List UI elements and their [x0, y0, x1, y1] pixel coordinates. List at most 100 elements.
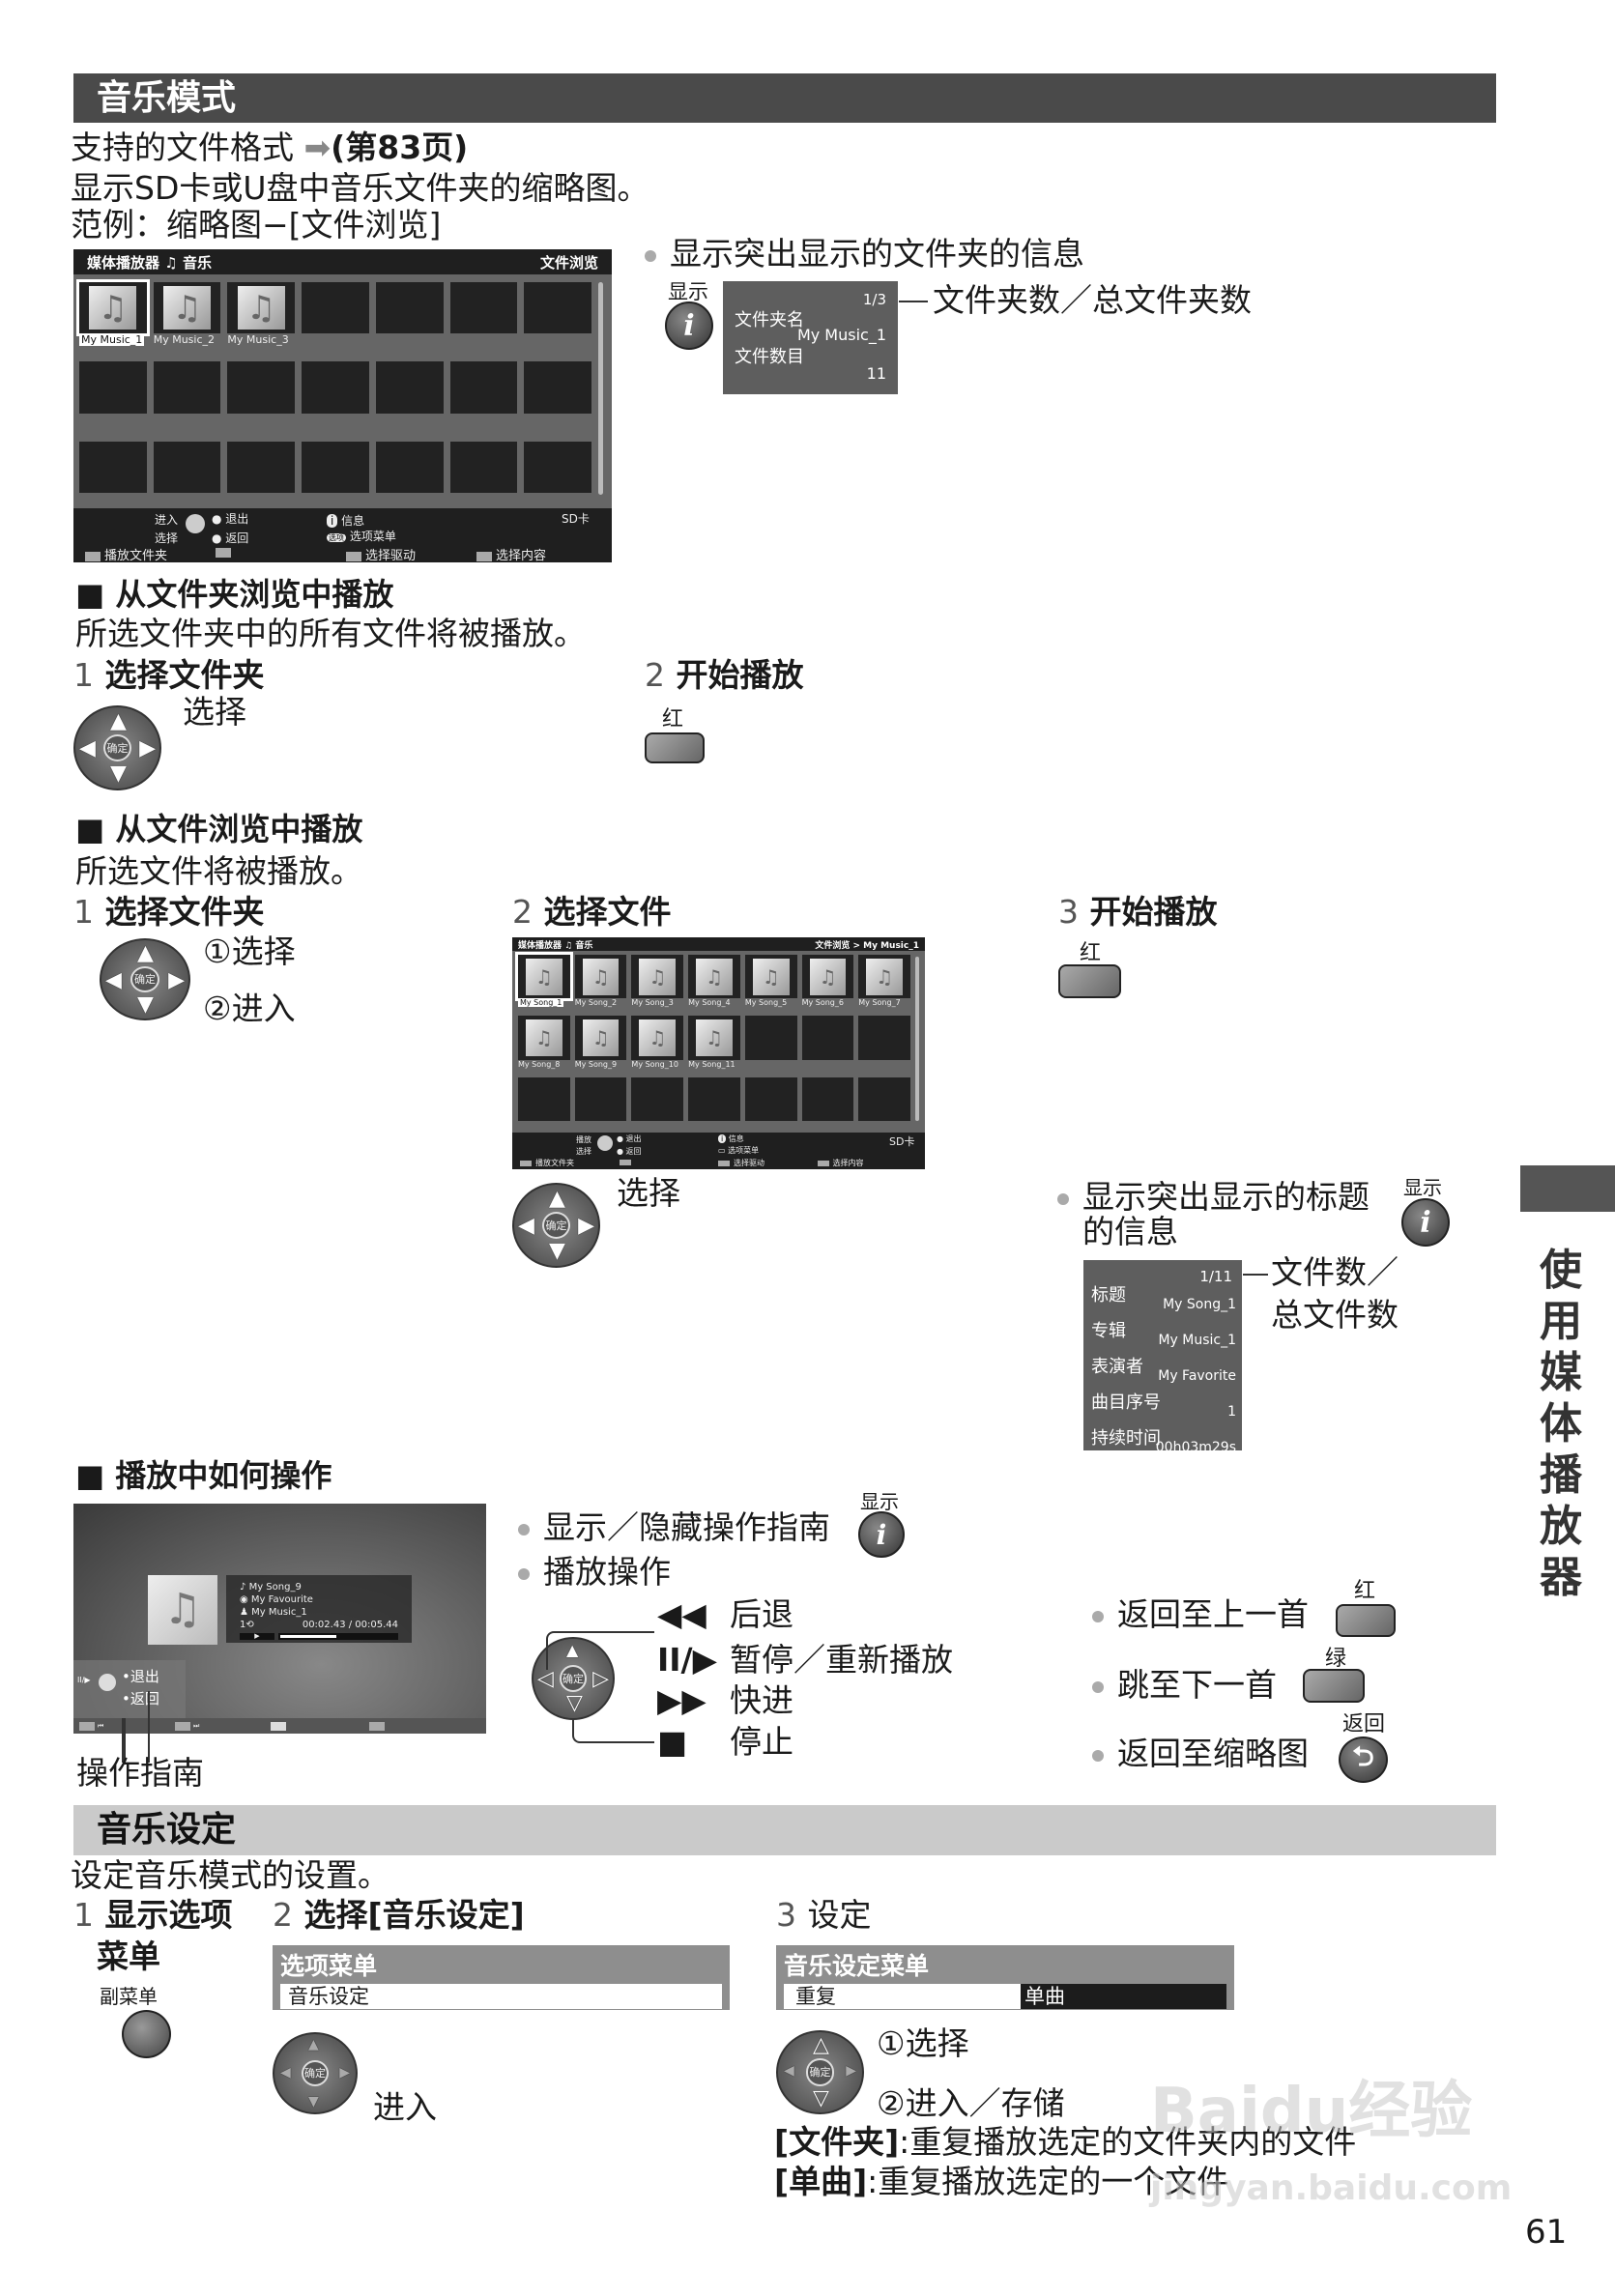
step-text: 选择文件夹 [104, 656, 265, 694]
scrollbar[interactable] [598, 282, 603, 495]
color-key-3[interactable]: 选择内容 [476, 545, 607, 562]
grid-item[interactable]: ♫My Song_1 [515, 951, 573, 1008]
music-settings-desc: 设定音乐模式的设置。 [71, 1856, 389, 1894]
playback-symbol-icon: ◀◀ [657, 1595, 707, 1633]
arrow-down-icon: ▽ [813, 2086, 829, 2110]
green-button[interactable] [1303, 1669, 1365, 1703]
color-key-label: 选择驱动 [734, 1159, 764, 1167]
grid-item[interactable]: ♫My Song_2 [574, 955, 627, 1007]
music-note-icon: ♫ [866, 958, 903, 995]
grid-item[interactable]: ♫My Song_11 [688, 1016, 740, 1069]
info-button-icon[interactable]: i [858, 1511, 905, 1558]
color-key-icon [476, 551, 492, 561]
ok-button[interactable]: 确定 [102, 733, 132, 762]
callout-line [546, 1631, 654, 1670]
previous-track-bullet: 返回至上一首 [1092, 1596, 1309, 1633]
color-key-0[interactable]: 播放文件夹 [85, 545, 216, 562]
album-art-music-note-icon: ♫ [148, 1575, 217, 1645]
grid-item[interactable]: ♫My Song_7 [858, 955, 910, 1007]
repeat-value[interactable]: 单曲 [1021, 1984, 1226, 2009]
grid-item[interactable]: ♫My Music_3 [227, 282, 296, 346]
color-key-2[interactable]: 选择驱动 [718, 1158, 818, 1167]
arrow-right-icon: ▶ [846, 2063, 856, 2079]
arrow-left-icon: ◀ [79, 736, 96, 761]
playback-screen: ♫ ♪ My Song_9 ◉ My Favourite ♟ My Music_… [73, 1504, 486, 1734]
bullet-icon [1092, 1610, 1104, 1622]
step-number: 2 [512, 893, 533, 931]
select-label: ①选择 [203, 933, 296, 970]
color-key-0[interactable]: 播放文件夹 [520, 1158, 620, 1167]
progress-bar[interactable] [278, 1633, 398, 1640]
step-1: 1 选择文件夹 [73, 894, 265, 931]
red-button[interactable] [1058, 964, 1121, 998]
folder-info-bullet: 显示突出显示的文件夹的信息 [645, 236, 1084, 273]
red-button[interactable] [645, 732, 705, 763]
page-number: 61 [1525, 2213, 1568, 2252]
file-count-value: 11 [866, 364, 886, 383]
dpad-control[interactable]: ▲▼◀▶ 确定 [512, 1183, 600, 1268]
grid-item[interactable]: ♫My Music_1 [76, 278, 150, 347]
guide-enter: 进入 [155, 513, 179, 527]
music-note-icon: ♫ [164, 253, 178, 272]
color-key-2[interactable]: 选择驱动 [346, 545, 476, 562]
playback-op-label: 快进 [730, 1681, 793, 1719]
color-key-3[interactable]: 选择内容 [817, 1158, 917, 1167]
grid-item[interactable]: ♫My Song_10 [631, 1016, 684, 1069]
menu-item-music-settings[interactable]: 音乐设定 [280, 1984, 722, 2009]
ok-button[interactable]: 确定 [541, 1211, 571, 1240]
music-note-icon: ♫ [639, 1019, 677, 1057]
ok-button[interactable]: 确定 [805, 2058, 835, 2086]
play-ops-text: 播放操作 [543, 1553, 671, 1591]
heading-text: 播放中如何操作 [115, 1457, 332, 1494]
dpad-control[interactable]: ▲▼◀▶ 确定 [100, 938, 190, 1020]
previous-track-icon: ⏮ [98, 1721, 104, 1730]
next-track-bullet: 跳至下一首 [1092, 1667, 1277, 1704]
step-text: 开始播放 [676, 656, 804, 694]
grid-item[interactable]: ♫My Song_6 [801, 955, 854, 1007]
dpad-control[interactable]: ▲▽◁▷ 确定 [532, 1637, 615, 1720]
grid-item[interactable]: ♫My Song_3 [631, 955, 684, 1007]
grid-item[interactable]: ♫My Music_2 [153, 282, 221, 346]
submenu-button[interactable] [122, 2010, 171, 2058]
guide-exit-text: 退出 [130, 1668, 159, 1685]
dpad-control[interactable]: △▽◀▶ 确定 [776, 2030, 864, 2114]
grid-item[interactable]: ♫My Song_5 [744, 955, 797, 1007]
color-key-row: 播放文件夹 选择驱动 选择内容 [85, 545, 607, 562]
color-key-label: 选择内容 [496, 549, 547, 562]
folder-count: 1/3 [862, 291, 886, 308]
bullet-icon [518, 1567, 530, 1580]
step-number: 1 [73, 893, 94, 931]
file-browse-path: 文件浏览 > My Music_1 [815, 940, 919, 951]
dpad-control[interactable]: ▲▼◀▶ 确定 [73, 705, 161, 790]
step-2: 2 选择[音乐设定] [273, 1897, 525, 1934]
color-key-icon [817, 1160, 829, 1166]
empty-grid-cell [574, 1076, 627, 1121]
info-button-icon[interactable]: i [1401, 1198, 1450, 1247]
return-button-icon[interactable]: ⮌ [1339, 1736, 1388, 1783]
ok-button[interactable]: 确定 [301, 2059, 330, 2087]
red-button[interactable] [1336, 1604, 1396, 1637]
folder-info-box: 1/3 文件夹名 My Music_1 文件数目 11 [723, 281, 898, 394]
info-button-icon[interactable]: i [665, 301, 713, 350]
menu-row-repeat[interactable]: 重复单曲 [784, 1984, 1226, 2009]
music-note-icon: ♫ [582, 1019, 620, 1057]
dpad-control[interactable]: ▲▼◀▶ 确定 [273, 2032, 358, 2114]
during-play-heading: ■ 播放中如何操作 [75, 1457, 332, 1494]
guide-select: 选择 [576, 1147, 591, 1156]
arrow-down-icon: ▼ [549, 1239, 565, 1263]
grid-item[interactable]: ♫My Song_9 [574, 1016, 627, 1069]
grid-item[interactable]: ♫My Song_4 [688, 955, 740, 1007]
empty-grid-cell [153, 441, 221, 493]
scrollbar[interactable] [915, 957, 919, 1121]
page-reference-link[interactable]: (第83页) [331, 129, 469, 166]
empty-grid-cell [153, 361, 221, 414]
empty-grid-cell [858, 1076, 910, 1121]
ok-button[interactable]: 确定 [130, 965, 160, 993]
color-key-1[interactable] [619, 1158, 719, 1167]
ok-button[interactable]: 确定 [560, 1665, 587, 1692]
arrow-left-icon: ◀ [518, 1214, 534, 1238]
color-key-row: ⏮ ⏭ [73, 1718, 486, 1734]
grid-item[interactable]: ♫My Song_8 [518, 1016, 570, 1069]
color-key-1[interactable] [216, 545, 346, 560]
arrow-up-icon: ▲ [110, 709, 127, 733]
